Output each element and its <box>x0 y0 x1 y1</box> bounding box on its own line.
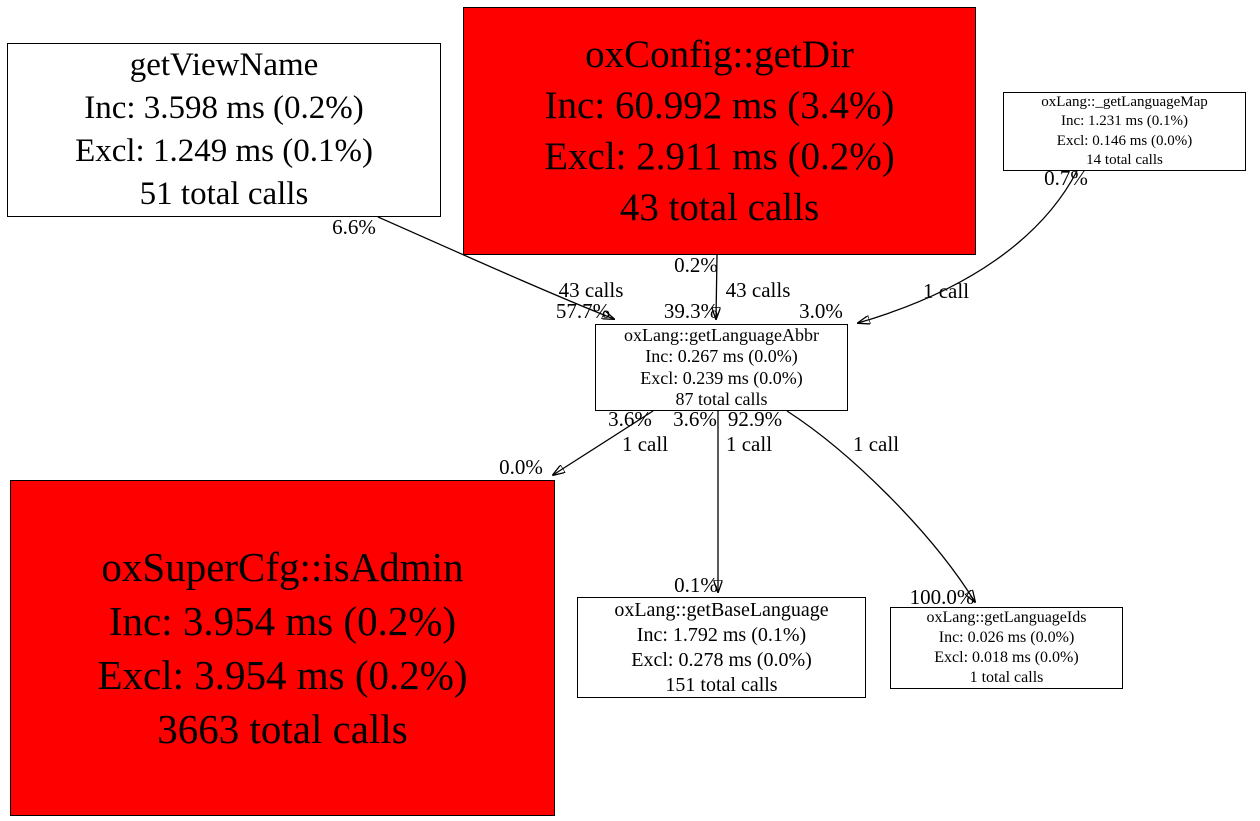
node-inclusive-time: Inc: 60.992 ms (3.4%) <box>544 84 895 127</box>
node-oxlang-getlanguagemap: oxLang::_getLanguageMap Inc: 1.231 ms (0… <box>1003 92 1246 171</box>
node-oxconfig-getdir: oxConfig::getDir Inc: 60.992 ms (3.4%) E… <box>463 7 976 255</box>
node-oxsupercfg-isadmin: oxSuperCfg::isAdmin Inc: 3.954 ms (0.2%)… <box>10 480 555 816</box>
edge-target-percent: 100.0% <box>909 585 975 609</box>
node-inclusive-time: Inc: 3.954 ms (0.2%) <box>108 598 457 644</box>
edge-getlanguagemap-to-getlanguageabbr <box>858 170 1078 323</box>
edge-target-percent: 3.0% <box>799 299 843 323</box>
node-total-calls: 51 total calls <box>139 176 309 212</box>
node-title: oxLang::getLanguageIds <box>926 609 1087 626</box>
node-inclusive-time: Inc: 0.267 ms (0.0%) <box>645 346 798 366</box>
node-title: getViewName <box>129 47 319 83</box>
edge-call-count: 43 calls <box>558 278 624 302</box>
node-exclusive-time: Excl: 3.954 ms (0.2%) <box>97 652 468 698</box>
edge-call-count: 1 call <box>852 432 900 456</box>
node-title: oxLang::getLanguageAbbr <box>624 324 819 345</box>
node-inclusive-time: Inc: 3.598 ms (0.2%) <box>84 90 364 126</box>
node-inclusive-time: Inc: 1.792 ms (0.1%) <box>636 623 807 646</box>
node-exclusive-time: Excl: 0.018 ms (0.0%) <box>934 649 1079 666</box>
edge-source-percent: 3.6% <box>673 407 717 431</box>
edge-source-percent: 3.6% <box>608 407 652 431</box>
node-title: oxConfig::getDir <box>585 33 854 76</box>
node-oxlang-getlanguageabbr: oxLang::getLanguageAbbr Inc: 0.267 ms (0… <box>595 324 848 411</box>
edge-getlanguageabbr-to-isadmin <box>553 410 654 475</box>
node-title: oxLang::getBaseLanguage <box>614 598 829 621</box>
edge-call-count: 1 call <box>922 279 970 303</box>
edge-target-percent: 0.0% <box>499 455 543 479</box>
edge-target-percent: 39.3% <box>663 299 719 323</box>
node-oxlang-getlanguageids: oxLang::getLanguageIds Inc: 0.026 ms (0.… <box>890 607 1123 689</box>
edge-call-count: 1 call <box>621 432 669 456</box>
edge-source-percent: 92.9% <box>727 407 783 431</box>
edge-call-count: 43 calls <box>725 278 791 302</box>
edge-target-percent: 0.1% <box>674 573 718 597</box>
edge-call-count: 1 call <box>725 432 773 456</box>
edge-getviewname-to-getlanguageabbr <box>377 216 614 319</box>
node-exclusive-time: Excl: 0.239 ms (0.0%) <box>640 367 803 388</box>
node-getviewname: getViewName Inc: 3.598 ms (0.2%) Excl: 1… <box>7 43 441 217</box>
edge-getdir-to-getlanguageabbr <box>716 254 717 319</box>
node-total-calls: 151 total calls <box>665 673 778 696</box>
edge-target-percent: 57.7% <box>555 299 611 323</box>
node-inclusive-time: Inc: 1.231 ms (0.1%) <box>1060 113 1189 129</box>
node-total-calls: 3663 total calls <box>157 706 408 752</box>
node-exclusive-time: Excl: 2.911 ms (0.2%) <box>544 135 895 178</box>
node-title: oxSuperCfg::isAdmin <box>101 544 464 590</box>
edge-source-percent: 6.6% <box>332 215 376 239</box>
node-total-calls: 1 total calls <box>969 669 1044 686</box>
edge-getlanguageabbr-to-getlanguageids <box>786 410 975 602</box>
node-exclusive-time: Excl: 0.278 ms (0.0%) <box>631 648 812 671</box>
node-total-calls: 43 total calls <box>619 186 820 229</box>
node-exclusive-time: Excl: 1.249 ms (0.1%) <box>75 133 373 169</box>
edge-source-percent: 0.7% <box>1044 166 1088 190</box>
node-inclusive-time: Inc: 0.026 ms (0.0%) <box>938 629 1075 646</box>
node-title: oxLang::_getLanguageMap <box>1041 93 1208 110</box>
node-total-calls: 14 total calls <box>1086 152 1163 168</box>
node-total-calls: 87 total calls <box>675 389 768 409</box>
node-exclusive-time: Excl: 0.146 ms (0.0%) <box>1056 132 1193 149</box>
edge-source-percent: 0.2% <box>674 253 718 277</box>
node-oxlang-getbaselanguage: oxLang::getBaseLanguage Inc: 1.792 ms (0… <box>577 597 866 698</box>
